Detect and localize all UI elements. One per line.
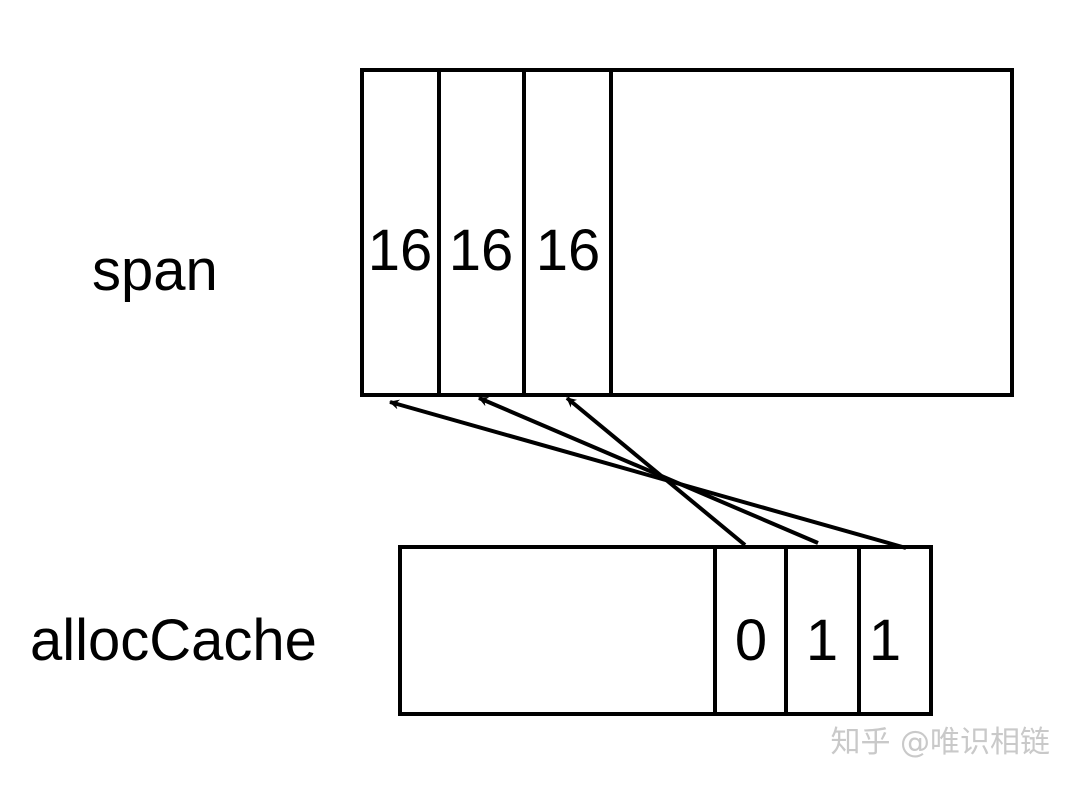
alloc-cache-bit-2: 1 bbox=[806, 608, 838, 673]
alloc-cache-bit-1: 0 bbox=[735, 608, 767, 673]
span-box: 16 16 16 bbox=[360, 68, 1014, 397]
alloc-cache-box: 0 1 1 bbox=[398, 545, 933, 716]
alloc-cache-label: allocCache bbox=[30, 608, 317, 673]
arrow-bit-2-to-slot-2 bbox=[478, 396, 819, 545]
span-cell-1: 16 bbox=[368, 218, 433, 283]
alloc-cache-bit-3: 1 bbox=[869, 608, 901, 673]
span-label: span bbox=[92, 238, 218, 303]
span-cell-3: 16 bbox=[536, 218, 601, 283]
watermark: 知乎 @唯识相链 bbox=[830, 725, 1050, 760]
arrow-bit-3-to-slot-1 bbox=[389, 399, 907, 550]
span-cell-2: 16 bbox=[449, 218, 514, 283]
arrow-bit-1-to-slot-3 bbox=[565, 396, 747, 547]
